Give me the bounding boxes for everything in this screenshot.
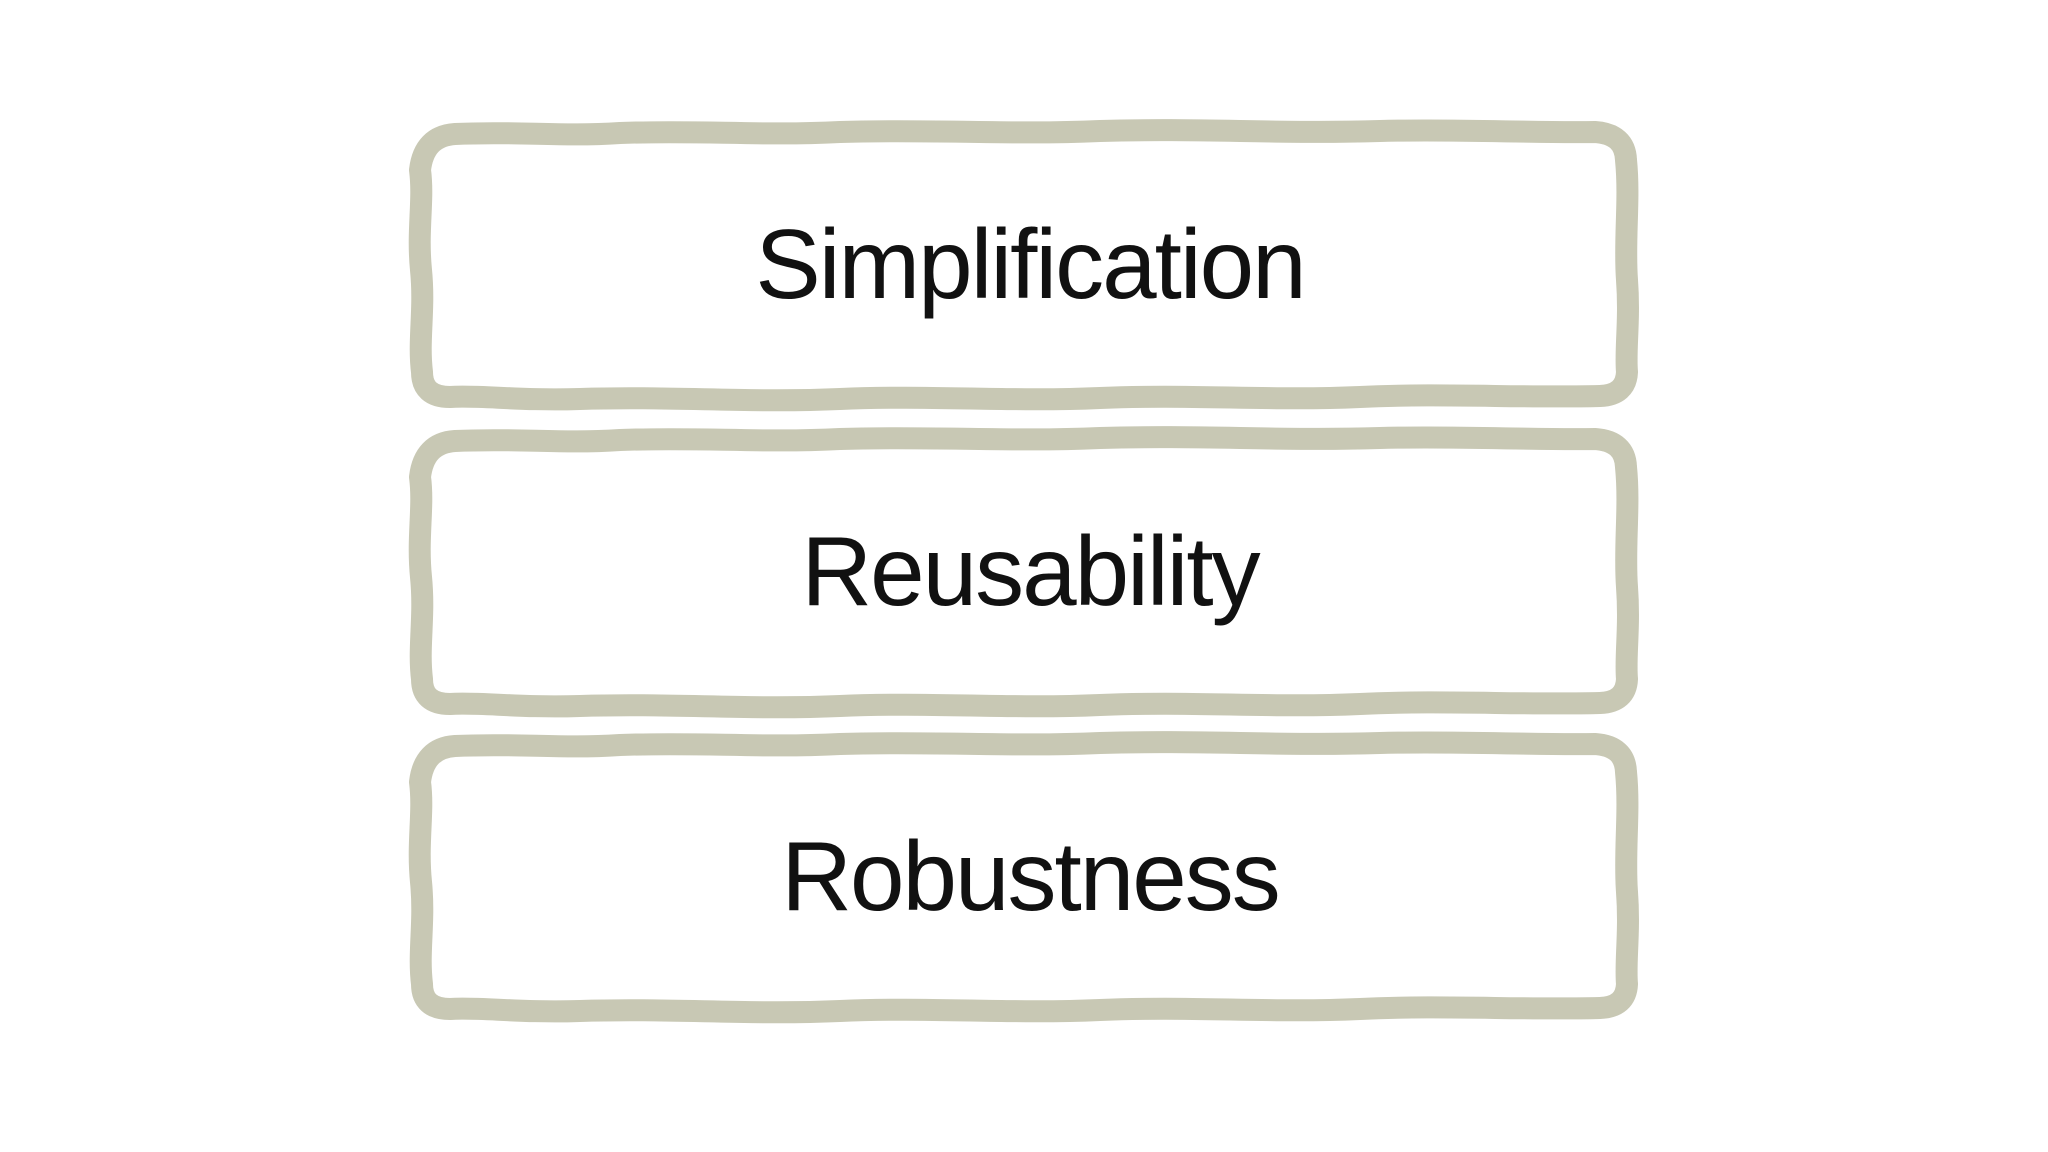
box-label-simplification: Simplification <box>755 209 1306 319</box>
box-reusability: Reusability <box>430 452 1630 690</box>
box-simplification: Simplification <box>430 145 1630 383</box>
box-robustness: Robustness <box>430 757 1630 995</box>
box-label-robustness: Robustness <box>781 821 1281 931</box>
box-label-reusability: Reusability <box>801 516 1260 626</box>
